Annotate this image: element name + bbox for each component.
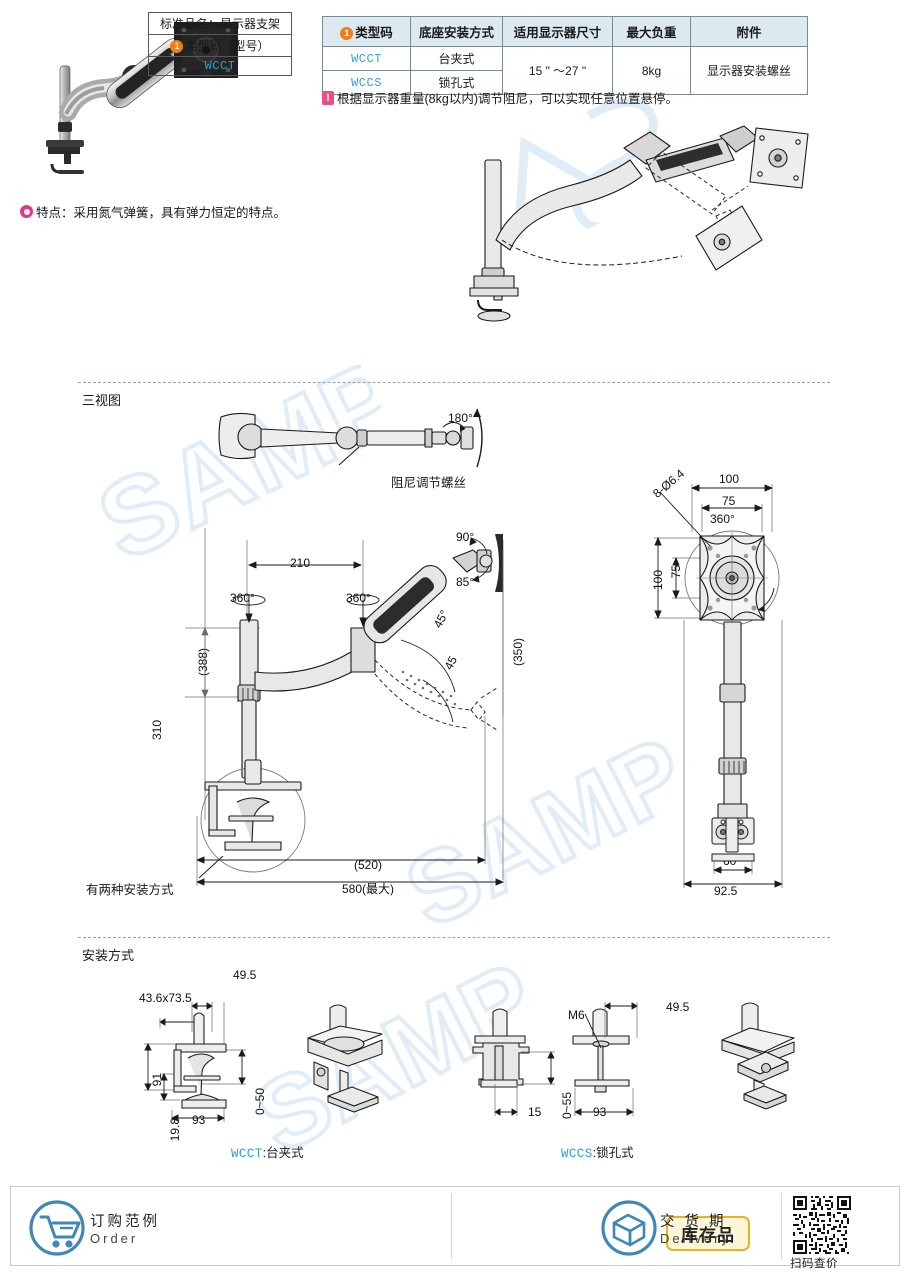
header-accessory: 附件: [690, 16, 808, 47]
dim-93-left: 93: [192, 1113, 206, 1127]
dim-vesa-width-100: 100: [719, 472, 740, 486]
install-wcct-drawing: [120, 988, 320, 1128]
cell-accessory: 显示器安装螺丝: [690, 46, 808, 95]
table-row: WCCS 锁孔式: [322, 70, 808, 95]
dim-210: 210: [290, 556, 311, 570]
cell-type-code: WCCT: [322, 46, 411, 71]
delivery-label-cn: 交 货 期: [660, 1214, 727, 1230]
install-wccs-drawing: [465, 988, 705, 1128]
header-max-load: 最大负重: [612, 16, 691, 47]
front-view-drawing: [185, 520, 525, 890]
section-title-three-view: 三视图: [82, 393, 122, 408]
dim-49-5-right: 49.5: [666, 1000, 690, 1014]
dim-43-6x73-5: 43.6x73.5: [139, 991, 192, 1005]
delivery-label-en: Delivery: [660, 1231, 731, 1246]
caption-wccs-text: :锁孔式: [592, 1146, 634, 1160]
dim-vesa-width-75: 75: [722, 494, 736, 508]
qr-caption: 扫码查价: [790, 1258, 838, 1270]
delivery-box-icon: [600, 1199, 658, 1257]
cell-base-mount: 锁孔式: [410, 70, 503, 95]
section-title-install: 安装方式: [82, 948, 135, 963]
spec-note: ! 根据显示器重量(8kg以内)调节阻尼，可以实现任意位置悬停。: [322, 88, 678, 107]
label-two-mount-methods: 有两种安装方式: [86, 883, 174, 897]
cart-icon: [28, 1199, 86, 1257]
header-monitor-size: 适用显示器尺寸: [502, 16, 613, 47]
caption-wcct: WCCT:台夹式: [231, 1142, 304, 1161]
dim-92-5: 92.5: [714, 884, 738, 898]
order-row-value: WCCT: [148, 56, 292, 76]
install-wcct-isometric: [300, 1000, 390, 1120]
order-cell-value: WCCT: [148, 56, 292, 76]
caption-wccs-code: WCCS: [561, 1147, 593, 1161]
label-damper-screw: 阻尼调节螺丝: [391, 476, 467, 490]
feature-note-text: 特点：采用氮气弹簧，具有弹力恒定的特点。: [36, 206, 287, 220]
dim-49-5-left: 49.5: [233, 968, 257, 982]
dim-180-degrees: 180°: [448, 411, 473, 425]
order-label-cn: 订购范例: [90, 1214, 160, 1230]
caption-wcct-code: WCCT: [231, 1147, 263, 1161]
dim-520: (520): [354, 858, 383, 872]
qr-code: [793, 1196, 851, 1254]
footer-divider: [781, 1193, 782, 1259]
order-row-name: 标准品名：显示器支架: [148, 12, 292, 35]
header-base-mount: 底座安装方式: [410, 16, 503, 47]
order-label-en: Order: [90, 1231, 139, 1246]
section-divider: [78, 382, 830, 383]
dim-rot-mid-360: 360°: [346, 591, 371, 605]
cell-type-code: WCCS: [322, 70, 411, 95]
section-divider: [78, 937, 830, 938]
order-cell-name: 标准品名：显示器支架: [148, 12, 292, 35]
badge-number: 1: [340, 27, 354, 40]
caption-wccs: WCCS:锁孔式: [561, 1142, 634, 1161]
dim-m6: M6: [568, 1008, 585, 1022]
cell-max-load: 8kg: [612, 46, 691, 95]
top-view-drawing: [215, 405, 515, 475]
dim-90-degrees: 90°: [456, 530, 475, 544]
dim-310: 310: [150, 720, 164, 741]
feature-note: 特点：采用氮气弹簧，具有弹力恒定的特点。: [20, 202, 286, 221]
bullet-dot-icon: [20, 205, 33, 218]
dim-85-degrees: 85°: [456, 575, 475, 589]
side-view-drawing: [640, 470, 830, 890]
dim-15: 15: [528, 1105, 542, 1119]
caption-wcct-text: :台夹式: [262, 1146, 304, 1160]
isometric-line-drawing: [420, 120, 840, 360]
install-wccs-isometric: [708, 1000, 808, 1120]
badge-number: 1: [170, 40, 184, 53]
cell-base-mount: 台夹式: [410, 46, 503, 71]
dim-580-max: 580(最大): [342, 882, 395, 896]
table-row: WCCT 台夹式 15 " ～27 " 8kg 显示器安装螺丝: [322, 46, 808, 95]
exclamation-icon: !: [322, 90, 334, 105]
footer-divider: [451, 1193, 452, 1259]
footer-bar: [10, 1186, 900, 1266]
dim-vesa-rot-360: 360°: [710, 512, 735, 526]
status-badge-in-stock: 库存品: [666, 1216, 750, 1251]
spec-note-text: 根据显示器重量(8kg以内)调节阻尼，可以实现任意位置悬停。: [337, 92, 678, 106]
